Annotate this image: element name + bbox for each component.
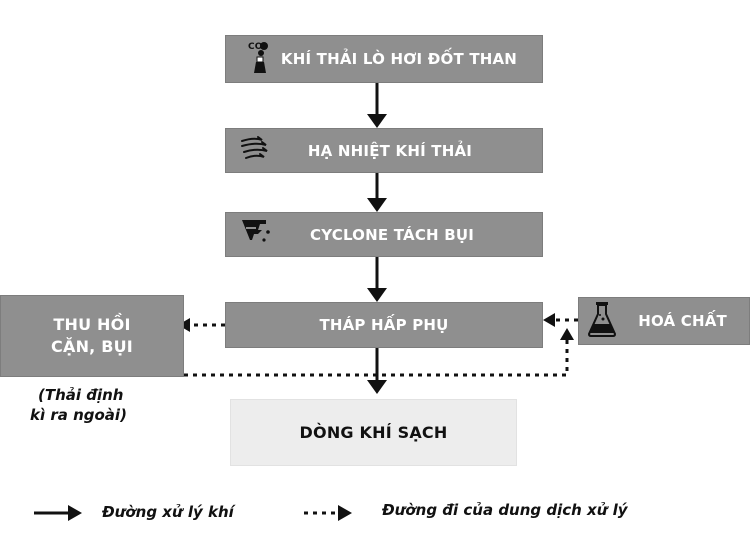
node-absorption-tower: THÁP HẤP PHỤ — [225, 302, 543, 348]
cyclone-icon — [240, 218, 272, 252]
node-clean-gas: DÒNG KHÍ SẠCH — [230, 399, 517, 466]
node-dust-recovery: THU HỒI CẶN, BỤI — [0, 295, 184, 377]
legend-solid-label: Đường xử lý khí — [102, 503, 234, 521]
node-boiler-exhaust: CO KHÍ THẢI LÒ HƠI ĐỐT THAN — [225, 35, 543, 83]
main-flow-arrows — [367, 83, 387, 394]
legend-dotted-arrow — [304, 505, 352, 521]
dotted-recovery-loop — [184, 336, 569, 377]
node-cyclone: CYCLONE TÁCH BỤI — [225, 212, 543, 257]
flask-icon — [587, 301, 617, 341]
node-chemicals: HOÁ CHẤT — [578, 297, 750, 345]
node-label: HOÁ CHẤT — [638, 312, 727, 330]
node-label: DÒNG KHÍ SẠCH — [299, 423, 448, 442]
node-label: CYCLONE TÁCH BỤI — [310, 225, 474, 244]
arrowhead-loop-up — [560, 328, 574, 340]
node-label-line1: THU HỒI — [53, 315, 131, 334]
arrowhead — [367, 380, 387, 394]
arrowhead-to-tower — [543, 313, 555, 327]
node-label: HẠ NHIỆT KHÍ THẢI — [307, 141, 473, 160]
node-label: KHÍ THẢI LÒ HƠI ĐỐT THAN — [280, 50, 518, 68]
discharge-note-line2: kì ra ngoài) — [30, 406, 127, 424]
arrowhead-to-recovery — [178, 318, 190, 332]
arrowhead — [367, 198, 387, 212]
node-cooling: HẠ NHIỆT KHÍ THẢI — [225, 128, 543, 173]
chimney-smoke-icon: CO — [248, 40, 270, 78]
wind-icon — [240, 135, 270, 167]
solution-flow-arrows — [184, 318, 578, 377]
arrowhead — [367, 288, 387, 302]
svg-text:CO: CO — [248, 42, 263, 52]
legend-solid-arrow — [34, 505, 82, 521]
discharge-note-line1: (Thải định — [38, 386, 124, 404]
node-label: THÁP HẤP PHỤ — [319, 316, 449, 334]
legend-dotted-label: Đường đi của dung dịch xử lý — [382, 501, 628, 519]
node-label-line2: CẶN, BỤI — [51, 337, 133, 356]
arrowhead — [367, 114, 387, 128]
